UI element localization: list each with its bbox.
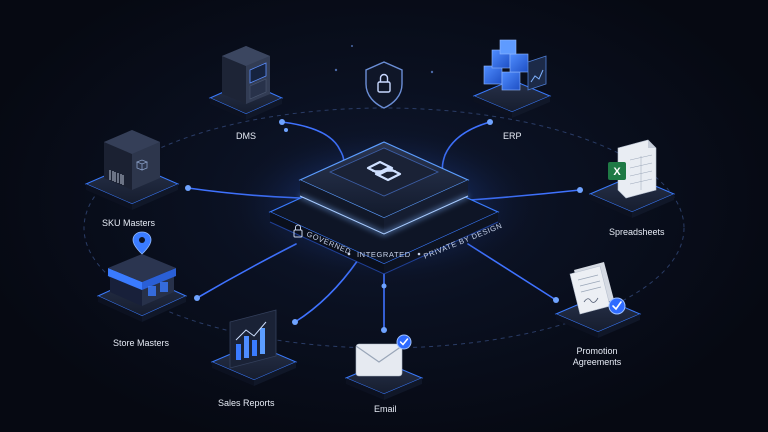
node-sku-masters	[86, 130, 178, 210]
label-email: Email	[374, 404, 397, 415]
label-dms: DMS	[236, 131, 256, 142]
label-spreadsheets: Spreadsheets	[609, 227, 665, 238]
storefront-pin-icon	[108, 232, 176, 306]
node-sales-reports	[212, 310, 296, 386]
filing-cabinet-icon	[222, 0, 270, 104]
node-promotion-agreements	[556, 262, 640, 338]
label-promotion-agreements: Promotion Agreements	[552, 346, 642, 368]
node-store-masters	[98, 232, 186, 322]
pillar-integrated: INTEGRATED	[357, 250, 411, 259]
node-spreadsheets: X	[590, 140, 674, 218]
signed-document-icon	[570, 262, 625, 314]
stacked-cubes-icon	[484, 40, 546, 90]
svg-text:X: X	[613, 166, 621, 178]
node-erp	[474, 40, 550, 118]
barcode-box-icon	[104, 130, 160, 190]
label-store-masters: Store Masters	[113, 338, 169, 349]
shield-lock-icon	[366, 62, 402, 108]
node-dms	[210, 0, 282, 120]
label-sku-masters: SKU Masters	[102, 218, 155, 229]
node-email	[346, 335, 422, 400]
label-erp: ERP	[503, 131, 522, 142]
label-sales-reports: Sales Reports	[218, 398, 275, 409]
